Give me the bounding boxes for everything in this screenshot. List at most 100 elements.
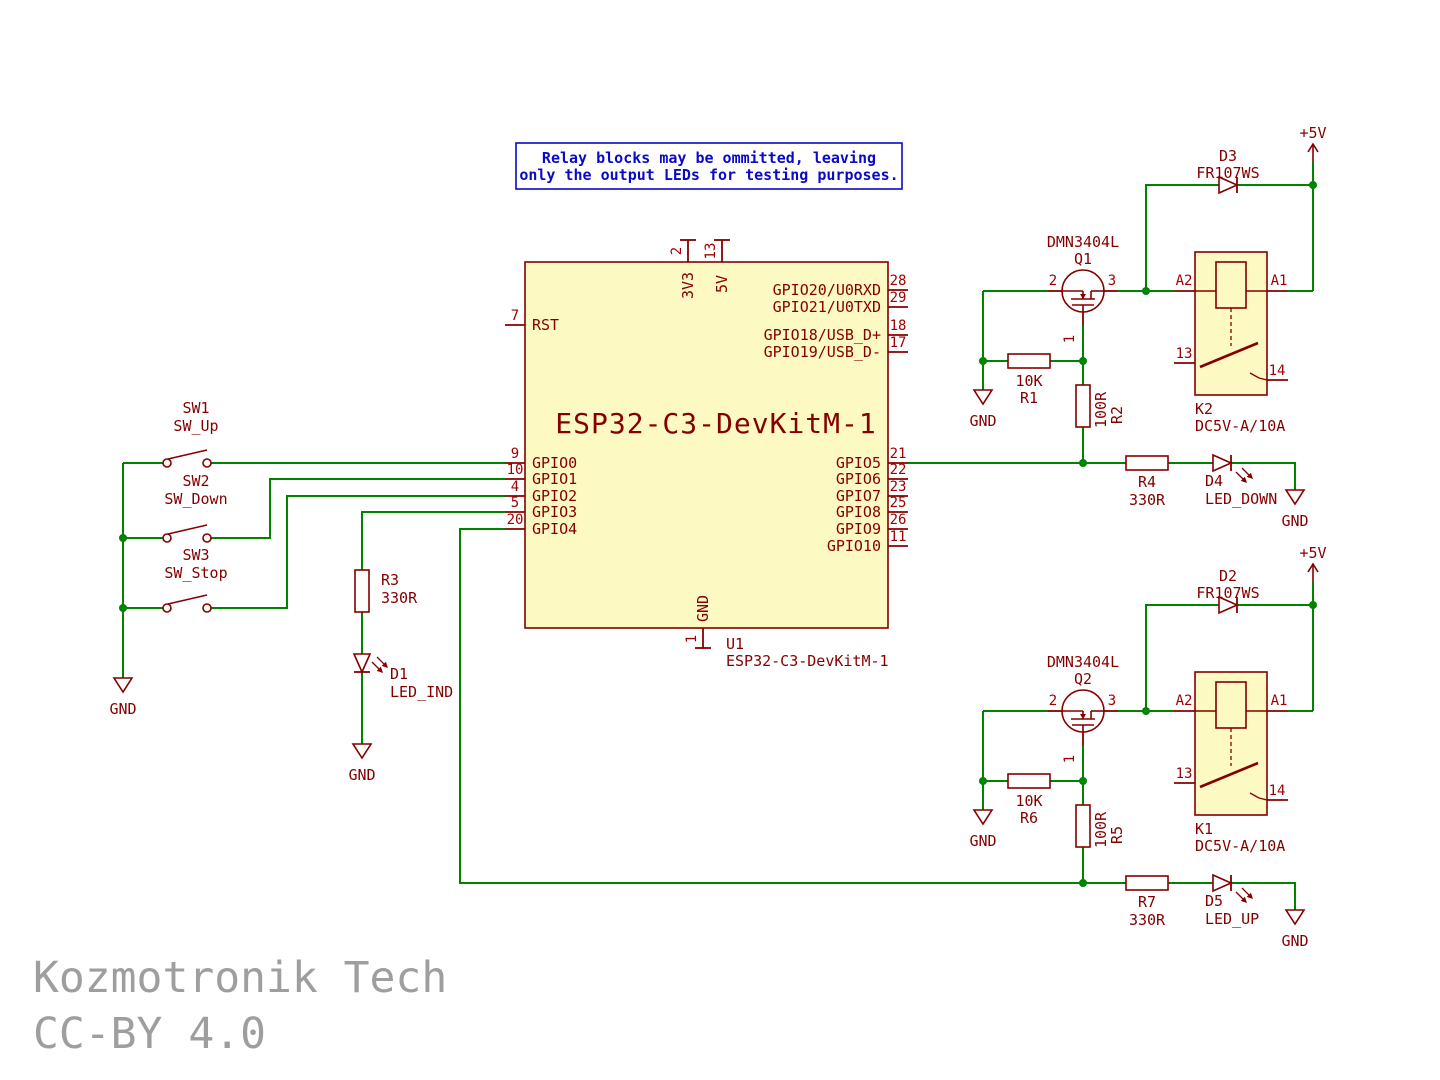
u1-reference: U1	[726, 635, 744, 653]
relay-contact-hook	[1249, 792, 1268, 801]
gnd-symbol-d5: GND	[1281, 909, 1309, 950]
relay-reference: K2	[1195, 400, 1213, 418]
resistor-reference: R6	[1020, 809, 1038, 827]
switch-sw1: SW1 SW_Up	[162, 399, 219, 468]
resistor-value: 10K	[1015, 372, 1042, 390]
pin-number: 25	[890, 495, 907, 511]
resistor-r4: R4 330R	[1125, 455, 1169, 509]
relay-value: DC5V-A/10A	[1195, 417, 1285, 435]
diode-value: FR107WS	[1196, 584, 1259, 602]
pin-name: 13	[1176, 766, 1193, 782]
wire	[211, 478, 505, 539]
led-light-arrowhead	[1246, 892, 1253, 899]
pin-number: 18	[890, 318, 907, 334]
resistor-r3: R3 330R	[354, 569, 418, 613]
led-value: LED_IND	[390, 683, 453, 701]
mosfet-value: DMN3404L	[1047, 233, 1119, 251]
led-d5: D5 LED_UP	[1205, 873, 1259, 928]
mosfet-arrow	[1080, 714, 1086, 719]
resistor-body	[1075, 384, 1091, 428]
junction-dot	[1309, 181, 1317, 189]
resistor-value: 330R	[1129, 911, 1166, 929]
led-triangle	[1212, 453, 1233, 473]
gnd-label: GND	[969, 832, 996, 850]
resistor-value: 100R	[1092, 391, 1110, 428]
relay-reference: K1	[1195, 820, 1213, 838]
relay-k1: A2 A1 13 14 K1 DC5V-A/10A	[1174, 671, 1288, 855]
diode-d2: D2 FR107WS	[1196, 567, 1260, 615]
pin-name: GPIO5	[836, 454, 881, 472]
pin-number: 4	[511, 479, 519, 495]
pin-number: 1	[1062, 335, 1078, 343]
u1-title: ESP32-C3-DevKitM-1	[555, 407, 876, 440]
resistor-r5: 100R R5	[1075, 804, 1126, 848]
pin-name: 14	[1269, 363, 1286, 379]
gnd-arrow-icon	[972, 809, 994, 826]
pin-number: 23	[890, 479, 907, 495]
junction-dot	[1142, 287, 1150, 295]
junction-dot	[1079, 459, 1087, 467]
pin-number: 1	[1062, 755, 1078, 763]
resistor-reference: R7	[1138, 893, 1156, 911]
mosfet-value: DMN3404L	[1047, 653, 1119, 671]
junction-dot	[1079, 777, 1087, 785]
pin-number: 2	[1049, 693, 1057, 709]
wire	[1145, 184, 1219, 291]
resistor-r2: 100R R2	[1075, 384, 1126, 428]
resistor-value: 330R	[1129, 491, 1166, 509]
led-light-arrowhead	[1240, 476, 1247, 483]
pin-number: 3	[1108, 693, 1116, 709]
led-value: LED_UP	[1205, 910, 1259, 928]
led-reference: D5	[1205, 892, 1223, 910]
u1-value: ESP32-C3-DevKitM-1	[726, 652, 889, 670]
junction-dots	[119, 181, 1317, 887]
gnd-label: GND	[348, 766, 375, 784]
pin-number: 9	[511, 446, 519, 462]
led-light-arrowhead	[1246, 472, 1253, 479]
switch-value: SW_Up	[173, 417, 218, 435]
switch-lever	[167, 449, 208, 460]
diode-d3: D3 FR107WS	[1196, 147, 1260, 195]
led-light-arrowhead	[1240, 896, 1247, 903]
switch-contact	[162, 603, 172, 613]
pin-name: GPIO4	[532, 520, 577, 538]
gnd-arrow-icon	[112, 677, 134, 694]
mosfet-reference: Q1	[1074, 250, 1092, 268]
wire	[211, 495, 505, 609]
pin-number: 10	[507, 462, 524, 478]
diode-triangle	[1218, 595, 1239, 615]
pin-name: A2	[1176, 273, 1193, 289]
resistor-body	[1007, 773, 1051, 789]
switch-value: SW_Down	[164, 490, 227, 508]
note-border	[515, 142, 903, 190]
gnd-symbol-d1: GND	[348, 743, 376, 784]
junction-dot	[1309, 601, 1317, 609]
resistor-reference: R4	[1138, 473, 1156, 491]
diode-triangle	[1218, 175, 1239, 195]
pin-name: GPIO1	[532, 470, 577, 488]
switch-value: SW_Stop	[164, 564, 227, 582]
led-d1: D1 LED_IND	[352, 653, 453, 701]
switch-contact	[202, 603, 212, 613]
switch-contact	[202, 533, 212, 543]
wire	[459, 528, 1126, 884]
pin-number: 2	[1049, 273, 1057, 289]
pin-name: GPIO21/U0TXD	[773, 298, 881, 316]
wire	[1231, 882, 1296, 910]
switch-lever	[167, 594, 208, 605]
switch-contact	[202, 458, 212, 468]
diode-value: FR107WS	[1196, 164, 1259, 182]
gnd-label: GND	[1281, 512, 1308, 530]
pin-number: 7	[511, 308, 519, 324]
relay-body	[1194, 251, 1268, 396]
resistor-body	[354, 569, 370, 613]
gnd-symbol-switches: GND	[109, 677, 137, 718]
pin-number: 29	[890, 290, 907, 306]
wire	[361, 511, 505, 570]
relay-k2: A2 A1 13 14 K2 DC5V-A/10A	[1174, 251, 1288, 435]
pin-name: 5V	[713, 275, 731, 293]
switch-sw3: SW3 SW_Stop	[162, 546, 228, 613]
diode-reference: D3	[1219, 147, 1237, 165]
relay-blade	[1199, 341, 1259, 369]
